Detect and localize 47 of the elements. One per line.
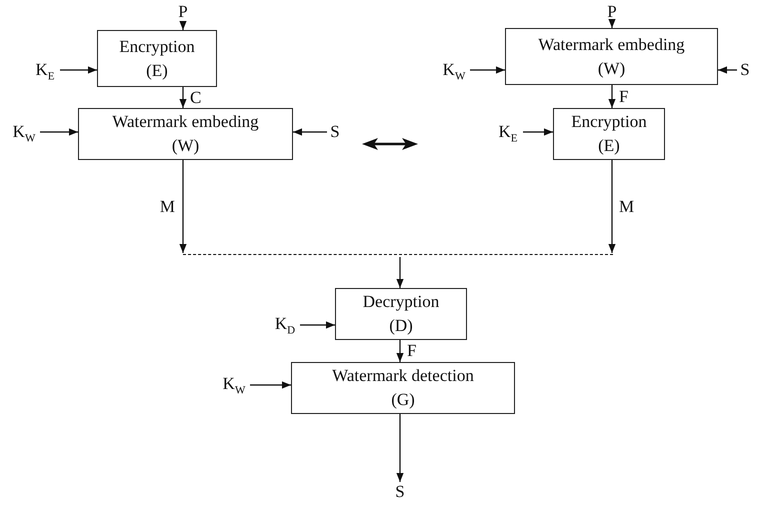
arrow [293,128,327,136]
arrow [608,85,616,108]
arrow [179,160,187,253]
box-label: (E) [146,60,168,82]
arrow [718,66,737,74]
signal-label: K$_{D}$ [270,314,300,336]
signal-label: K$_{W}$ [8,122,40,144]
process-box [291,362,515,414]
box-label: Encryption [571,111,647,133]
box-label: Decryption [362,291,440,313]
process-box [335,288,467,340]
process-box [553,108,665,160]
box-label: Watermark embeding [538,34,685,56]
arrow [608,19,616,28]
arrow [470,66,505,74]
arrow [250,381,291,389]
signal-label: S [327,122,343,144]
signal-label: S [392,482,408,504]
signal-label: P [604,2,620,22]
arrow [179,87,187,108]
arrow [40,128,78,136]
box-label: (G) [391,389,415,411]
process-box [97,30,217,87]
signal-label: K$_{W}$ [218,374,250,396]
process-box [505,28,718,85]
arrow [396,340,404,362]
process-box [78,108,293,160]
signal-label: K$_{E}$ [30,60,60,82]
signal-label: K$_{E}$ [493,122,523,144]
box-label: (D) [389,315,413,337]
arrow [396,257,404,288]
arrow [608,160,616,253]
box-label: (W) [598,58,626,80]
box-label: Watermark detection [332,365,474,387]
signal-label: P [175,2,191,22]
box-label: (W) [172,135,200,157]
box-label: (E) [598,135,620,157]
arrow [179,21,187,30]
arrow [396,414,404,482]
arrow [300,321,335,329]
signal-label: K$_{W}$ [438,60,470,82]
arrow [60,66,97,74]
box-label: Watermark embeding [112,111,259,133]
dashed-line [183,254,613,255]
box-label: Encryption [119,36,195,58]
signal-label: S [737,60,753,82]
arrow [523,128,553,136]
